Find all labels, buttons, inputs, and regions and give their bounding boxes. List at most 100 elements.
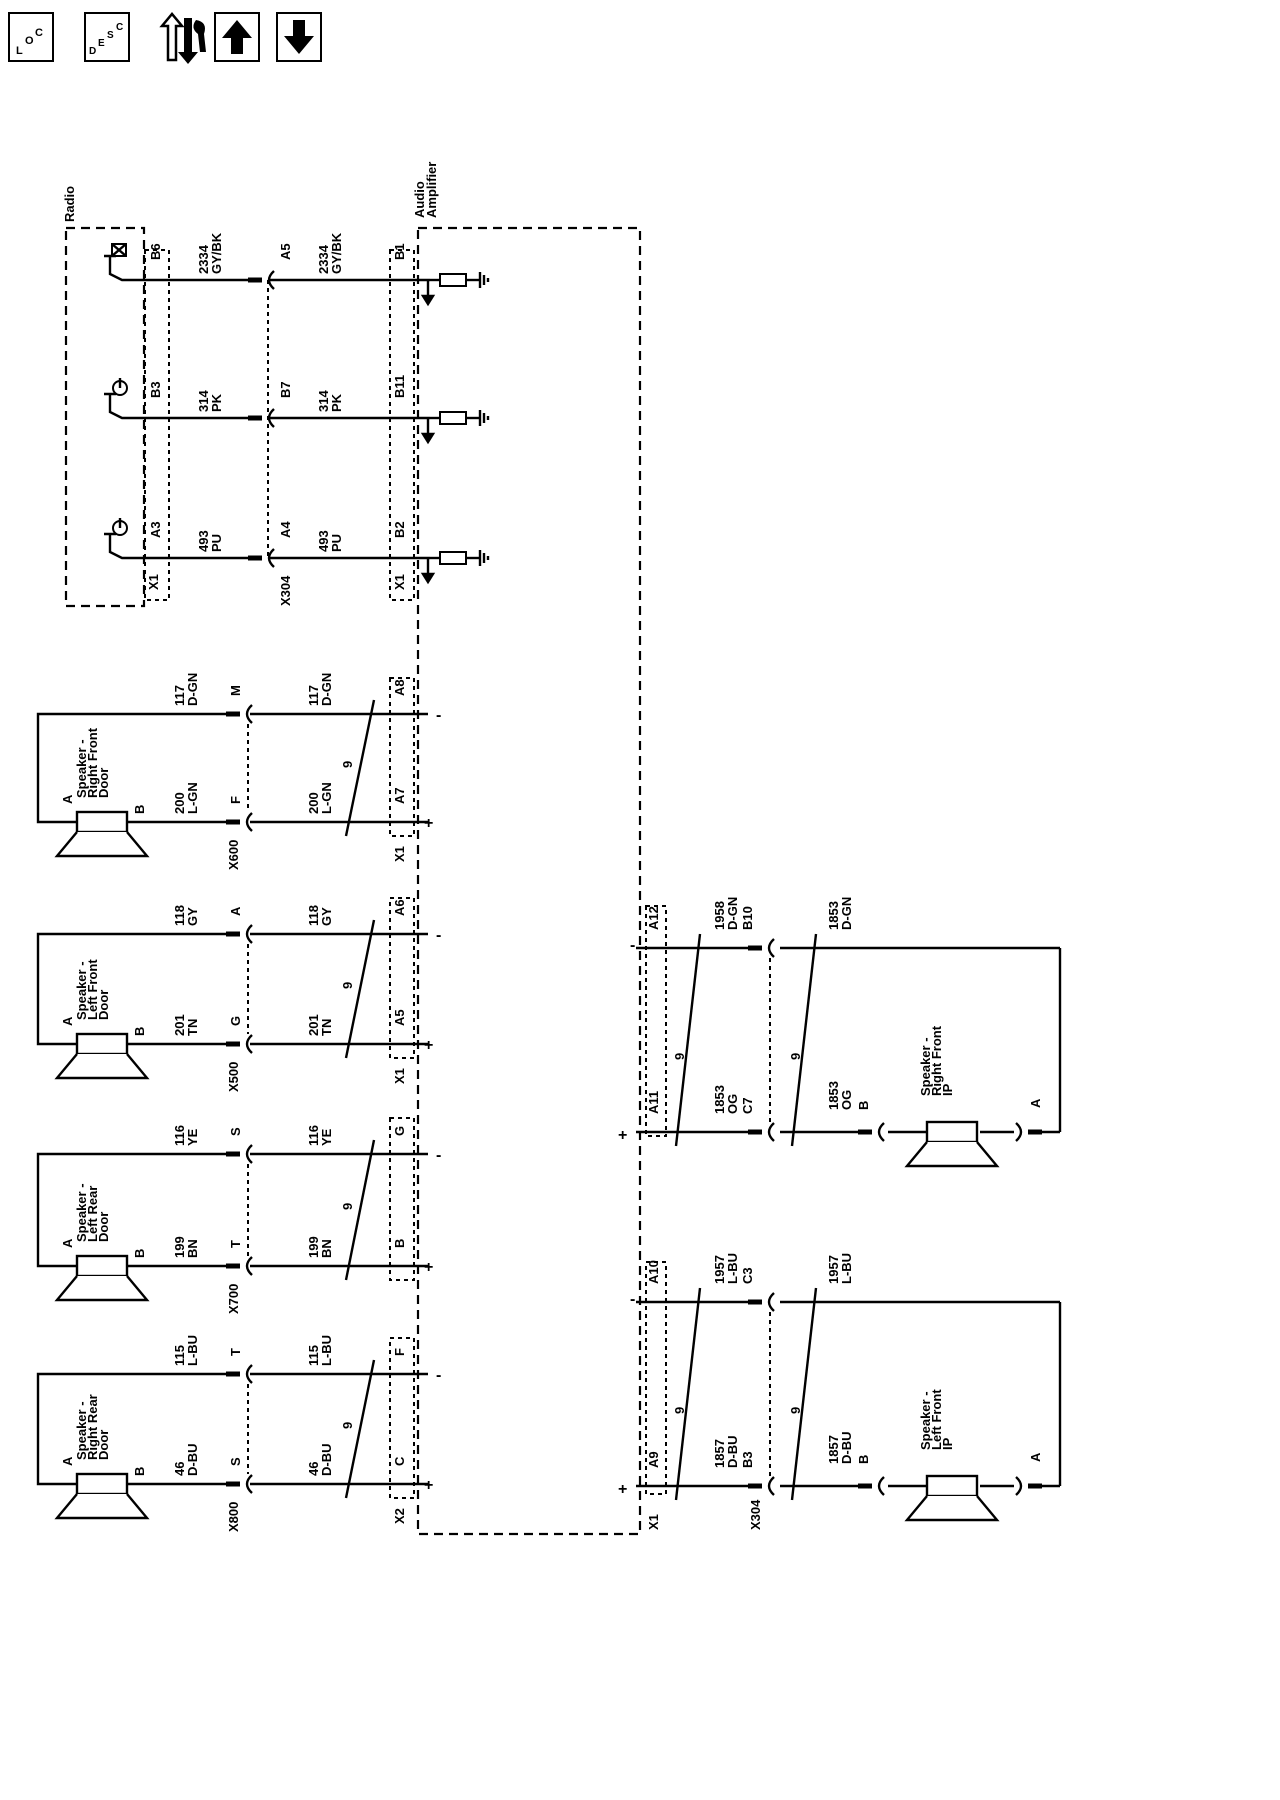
speaker-mute-icon bbox=[111, 243, 127, 257]
radio-switch bbox=[104, 392, 140, 420]
speaker-cone bbox=[904, 1141, 1000, 1168]
polarity-negative: - bbox=[630, 1291, 635, 1308]
speaker-name: Speaker - bbox=[918, 1037, 933, 1096]
polarity-positive: + bbox=[618, 1127, 627, 1144]
speaker-name: Left Front bbox=[929, 1389, 944, 1450]
wire-color: GY bbox=[185, 907, 200, 926]
inline-pin-label: A5 bbox=[278, 243, 293, 260]
twisted-pair-marker bbox=[790, 1287, 818, 1501]
speaker-magnet bbox=[75, 810, 129, 834]
wire-color: D-GN bbox=[185, 673, 200, 706]
inline-connector-socket bbox=[245, 704, 253, 724]
inline-pin-label: C7 bbox=[740, 1097, 755, 1114]
amp-connector-box bbox=[389, 677, 415, 837]
amp-pin-label: G bbox=[392, 1126, 407, 1136]
inline-pin-label: A4 bbox=[278, 521, 293, 538]
inline-pin-label: M bbox=[228, 685, 243, 696]
speaker-pin-label: B bbox=[132, 1027, 147, 1036]
circuit-number: 201 bbox=[172, 1014, 187, 1036]
inline-connector-x304 bbox=[248, 548, 275, 568]
circuit-number: 493 bbox=[316, 530, 331, 552]
inline-pin-label: C3 bbox=[740, 1267, 755, 1284]
swap-tools-button[interactable] bbox=[158, 12, 210, 64]
amp-pin-label: B bbox=[392, 1239, 407, 1248]
twisted-pair-label: 9 bbox=[340, 1203, 355, 1210]
next-button[interactable] bbox=[276, 12, 322, 62]
inline-connector-x304 bbox=[248, 270, 275, 290]
polarity-positive: + bbox=[424, 815, 433, 832]
amp-input-resistor bbox=[439, 411, 467, 425]
circuit-number: 199 bbox=[306, 1236, 321, 1258]
speaker-pin-label: A bbox=[60, 794, 75, 804]
speaker-pin-label: B bbox=[132, 1467, 147, 1476]
wire-color: OG bbox=[839, 1090, 854, 1110]
speaker-name: Door bbox=[96, 990, 111, 1020]
radio-module-box bbox=[64, 226, 146, 608]
speaker-return-wire bbox=[36, 1372, 240, 1486]
circuit-number: 115 bbox=[172, 1345, 187, 1366]
inline-pin-label: B7 bbox=[278, 381, 293, 398]
speaker-pin-label: A bbox=[60, 1456, 75, 1466]
circuit-number: 200 bbox=[172, 792, 187, 814]
inline-connector-x304 bbox=[748, 1476, 775, 1496]
inline-connector-socket bbox=[267, 270, 275, 290]
circuit-number: 1957 bbox=[712, 1255, 727, 1284]
speaker-name: Speaker - bbox=[918, 1391, 933, 1450]
description-button[interactable]: D E S C bbox=[84, 12, 130, 62]
speaker-magnet bbox=[75, 1254, 129, 1278]
arrows-wrench-icon bbox=[159, 12, 206, 64]
speaker-name: Speaker - bbox=[74, 1183, 89, 1242]
radio-switch bbox=[104, 254, 140, 282]
door-speaker-icon bbox=[54, 1032, 150, 1080]
polarity-negative: - bbox=[630, 937, 635, 954]
wire-color: PU bbox=[209, 534, 224, 552]
inline-connector-socket bbox=[245, 1256, 253, 1276]
speaker-cone bbox=[54, 1493, 150, 1520]
inline-connector-socket bbox=[877, 1122, 885, 1142]
radio-switch bbox=[104, 532, 140, 560]
amp-pin-label: B11 bbox=[392, 375, 407, 398]
amp-input-arrowhead bbox=[420, 432, 436, 445]
location-button[interactable]: L O C bbox=[8, 12, 54, 62]
circuit-number: 117 bbox=[306, 685, 321, 706]
speaker-pin-label: A bbox=[60, 1016, 75, 1026]
inline-connector-socket bbox=[1015, 1476, 1023, 1496]
wire-color: PU bbox=[329, 534, 344, 552]
inline-connector bbox=[226, 1364, 253, 1384]
door-speaker-icon bbox=[54, 1254, 150, 1302]
amp-input-resistor bbox=[439, 551, 467, 565]
speaker-name: Right Front bbox=[929, 1025, 944, 1096]
circuit-number: 115 bbox=[306, 1345, 321, 1366]
wire-color: PK bbox=[209, 393, 224, 412]
inline-connector bbox=[226, 1034, 253, 1054]
connector-label: X800 bbox=[226, 1502, 241, 1532]
circuit-number: 1853 bbox=[712, 1085, 727, 1114]
circuit-number: 314 bbox=[316, 390, 331, 412]
inline-connector-socket bbox=[767, 1122, 775, 1142]
inline-connector-socket bbox=[245, 1034, 253, 1054]
connector-label: X1 bbox=[646, 1514, 661, 1530]
circuit-number: 46 bbox=[306, 1462, 321, 1476]
inline-connector bbox=[226, 1474, 253, 1494]
twisted-pair-marker bbox=[344, 919, 376, 1059]
amp-pin-label: A12 bbox=[646, 906, 661, 930]
inline-connector bbox=[226, 1144, 253, 1164]
twisted-pair-label: 9 bbox=[340, 1422, 355, 1429]
inline-connector-socket bbox=[245, 1144, 253, 1164]
twisted-pair-label: 9 bbox=[672, 1407, 687, 1414]
amp-connector-box bbox=[645, 905, 667, 1137]
speaker-name: Speaker - bbox=[74, 1401, 89, 1460]
inline-connector bbox=[226, 812, 253, 832]
wire-color: D-GN bbox=[839, 897, 854, 930]
circuit-number: 199 bbox=[172, 1236, 187, 1258]
speaker-magnet bbox=[75, 1472, 129, 1496]
previous-button[interactable] bbox=[214, 12, 260, 62]
inline-pin-label: S bbox=[228, 1127, 243, 1136]
wire-color: BN bbox=[319, 1239, 334, 1258]
twisted-pair-marker bbox=[344, 699, 376, 837]
radio-pin-label: B6 bbox=[148, 243, 163, 260]
circuit-number: 201 bbox=[306, 1014, 321, 1036]
circuit-number: 1853 bbox=[826, 1081, 841, 1110]
inline-connector-x304 bbox=[248, 408, 275, 428]
